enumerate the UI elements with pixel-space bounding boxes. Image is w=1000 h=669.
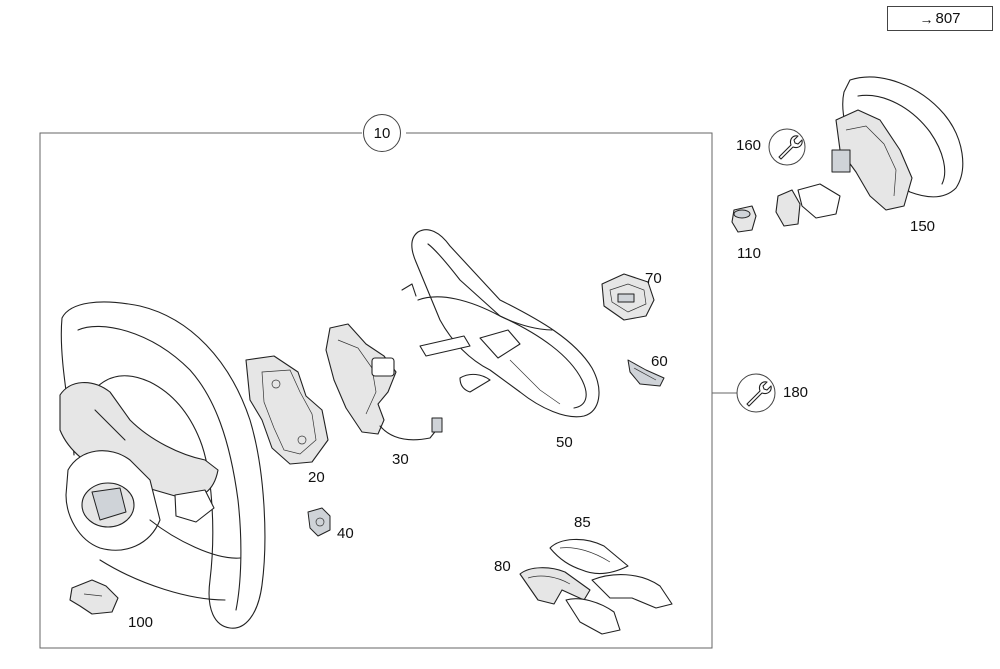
reference-page-number: 807 (935, 10, 961, 27)
callout-50: 50 (556, 434, 573, 451)
callout-85: 85 (574, 514, 591, 531)
callout-100: 100 (128, 614, 154, 631)
callout-20: 20 (308, 469, 325, 486)
part-100-clip (69, 579, 119, 615)
part-150-airbag (831, 76, 964, 211)
callout-70: 70 (645, 270, 662, 287)
part-60-clip (627, 359, 665, 387)
part-80-paddle-trim (519, 567, 621, 635)
reference-page-box[interactable]: → 807 (887, 6, 993, 31)
group-10-frame (39, 132, 737, 649)
wrench-icon (736, 373, 776, 413)
callout-110: 110 (737, 245, 761, 262)
callout-30: 30 (392, 451, 409, 468)
part-30-switch-module (325, 323, 443, 441)
part-110-bolt (731, 205, 757, 233)
callout-40: 40 (337, 525, 354, 542)
callout-180: 180 (783, 384, 809, 401)
part-40-connector (307, 507, 331, 537)
part-50-housing (401, 229, 600, 418)
part-160-connector (775, 183, 841, 227)
part-70-module (601, 273, 655, 321)
callout-60: 60 (651, 353, 668, 370)
callout-160: 160 (736, 137, 762, 154)
callout-80: 80 (494, 558, 511, 575)
wrench-icon (768, 128, 806, 166)
part-100-steering-wheel (59, 301, 266, 629)
part-85-paddle (549, 538, 673, 609)
callout-10: 10 (363, 114, 401, 152)
callout-150: 150 (910, 218, 936, 235)
arrow-right-icon: → (919, 10, 934, 27)
part-20-plate (245, 355, 329, 465)
